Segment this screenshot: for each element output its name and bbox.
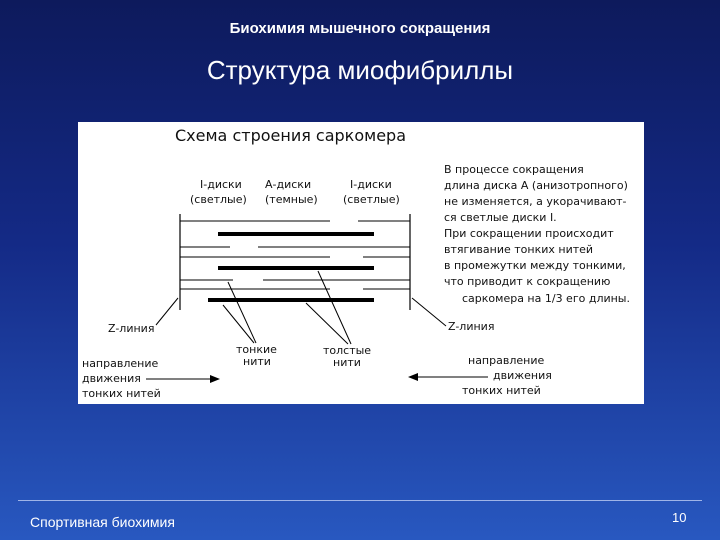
thin-filaments-sublabel: нити bbox=[243, 355, 271, 368]
i-disk-left-sublabel: (светлые) bbox=[190, 193, 247, 206]
z-line-right-pointer bbox=[411, 297, 447, 327]
thin-filaments-pointer bbox=[222, 304, 255, 344]
note-line: При сокращении происходит bbox=[444, 227, 614, 240]
z-line-left-label: Z-линия bbox=[108, 322, 154, 335]
note-line: втягивание тонких нитей bbox=[444, 243, 593, 256]
i-disk-right-label: I-диски bbox=[350, 178, 392, 191]
thick-filaments-pointer bbox=[305, 302, 349, 345]
thick-filaments-pointer bbox=[317, 270, 352, 345]
z-line-left-pointer bbox=[155, 297, 179, 326]
explanatory-note: В процессе сокращения длина диска А (ани… bbox=[444, 163, 630, 305]
thick-filaments-sublabel: нити bbox=[333, 356, 361, 369]
sarcomere-diagram-panel: Схема строения саркомера I-диски (светлы… bbox=[78, 122, 644, 404]
note-line: саркомера на 1/3 его длины. bbox=[462, 292, 630, 305]
arrowhead-left-icon bbox=[408, 373, 418, 381]
i-disk-right-sublabel: (светлые) bbox=[343, 193, 400, 206]
footer-course-name: Спортивная биохимия bbox=[30, 514, 175, 530]
direction-right-label: направление bbox=[468, 354, 544, 367]
a-disk-sublabel: (темные) bbox=[265, 193, 318, 206]
diagram-heading: Схема строения саркомера bbox=[175, 126, 406, 145]
direction-left-label: направление bbox=[82, 357, 158, 370]
thin-filaments-pointer bbox=[227, 281, 257, 344]
z-line-right-label: Z-линия bbox=[448, 320, 494, 333]
thin-filaments-label: тонкие bbox=[236, 343, 277, 356]
direction-left-label: движения bbox=[82, 372, 141, 385]
i-disk-left-label: I-диски bbox=[200, 178, 242, 191]
note-line: что приводит к сокращению bbox=[444, 275, 610, 288]
slide-title: Структура миофибриллы bbox=[206, 55, 514, 85]
note-line: ся светлые диски I. bbox=[444, 211, 557, 224]
direction-left-label: тонких нитей bbox=[82, 387, 161, 400]
a-disk-label: А-диски bbox=[265, 178, 311, 191]
note-line: не изменяется, а укорачивают- bbox=[444, 195, 627, 208]
page-number: 10 bbox=[672, 510, 687, 525]
footer-divider bbox=[18, 500, 702, 501]
note-line: длина диска А (анизотропного) bbox=[444, 179, 628, 192]
direction-right-label: движения bbox=[493, 369, 552, 382]
note-line: в промежутки между тонкими, bbox=[444, 259, 626, 272]
sarcomere-diagram: Схема строения саркомера I-диски (светлы… bbox=[82, 126, 630, 400]
slide-header: Биохимия мышечного сокращения bbox=[229, 20, 491, 37]
thick-filaments-label: толстые bbox=[323, 344, 371, 357]
note-line: В процессе сокращения bbox=[444, 163, 584, 176]
direction-right-label: тонких нитей bbox=[462, 384, 541, 397]
arrowhead-right-icon bbox=[210, 375, 220, 383]
